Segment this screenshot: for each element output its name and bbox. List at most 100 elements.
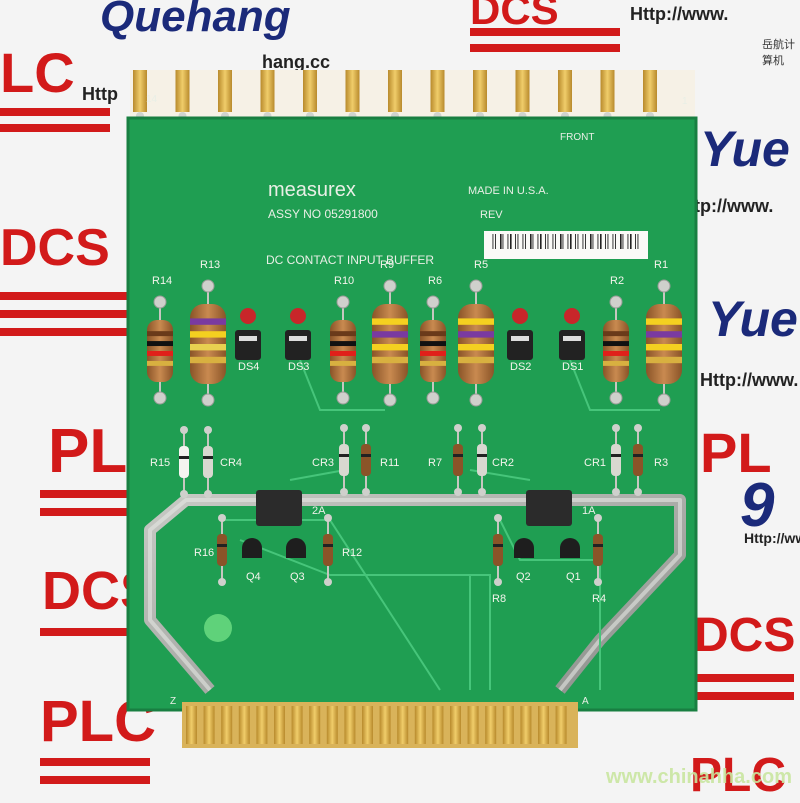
watermark-stripe — [694, 692, 794, 700]
resistor-band — [603, 341, 629, 347]
assy-number: ASSY NO 05291800 — [268, 207, 378, 221]
barcode-bar — [605, 234, 606, 249]
edge-right-label: A — [582, 696, 589, 707]
made-in-label: MADE IN U.S.A. — [468, 185, 549, 197]
barcode-bar — [612, 234, 614, 249]
resistor-band — [458, 318, 494, 325]
test-pad — [204, 614, 232, 642]
small-body — [339, 444, 349, 476]
solder-joint — [340, 488, 348, 496]
small-band — [477, 454, 487, 457]
edge-finger — [432, 706, 444, 744]
barcode-bar — [517, 234, 519, 249]
resistor-band — [420, 351, 446, 356]
led-lens — [564, 308, 580, 324]
small-body — [217, 534, 227, 566]
solder-joint — [383, 393, 397, 407]
edge-finger — [538, 706, 549, 744]
solder-joint — [494, 514, 502, 522]
barcode-bar — [575, 234, 576, 249]
resistor-band — [458, 344, 494, 351]
top-pin — [388, 70, 402, 112]
transistor-body — [286, 538, 306, 558]
resistor-band — [646, 356, 682, 364]
resistor-band — [372, 344, 408, 351]
diode-CR4 — [203, 426, 213, 498]
label-DS3: DS3 — [288, 361, 309, 373]
watermark-stripe — [0, 124, 110, 132]
watermark-stripe — [40, 628, 140, 636]
ic-chip-2a: 2A — [256, 490, 326, 526]
watermark-stripe — [0, 108, 110, 116]
label-R6: R6 — [428, 275, 442, 287]
barcode-bar — [492, 234, 494, 249]
resistor-R3 — [633, 424, 643, 496]
resistor-R16 — [217, 514, 227, 586]
resistor-band — [603, 360, 629, 366]
label-DS1: DS1 — [562, 361, 583, 373]
resistor-band — [603, 351, 629, 356]
watermark-yue: Yue — [708, 291, 798, 347]
solder-joint — [324, 578, 332, 586]
label-DS2: DS2 — [510, 361, 531, 373]
solder-joint — [469, 279, 483, 293]
resistor-R10 — [330, 295, 356, 405]
resistor-band — [330, 331, 356, 337]
barcode-bar — [622, 234, 624, 249]
barcode-bar — [545, 234, 546, 249]
edge-finger — [291, 706, 303, 744]
resistor-band — [330, 341, 356, 347]
small-body — [477, 444, 487, 476]
small-band — [179, 456, 189, 459]
small-body — [323, 534, 333, 566]
resistor-R11 — [361, 424, 371, 496]
resistor-band — [420, 360, 446, 366]
edge-finger — [502, 706, 514, 744]
solder-joint — [204, 490, 212, 498]
label-R12: R12 — [342, 547, 362, 559]
led-marking — [563, 336, 581, 341]
resistor-band — [646, 331, 682, 338]
barcode-bar — [597, 234, 599, 249]
solder-joint — [362, 488, 370, 496]
barcode-bar — [525, 234, 526, 249]
top-pin — [600, 70, 615, 112]
edge-finger — [256, 706, 268, 744]
resistor-band — [147, 331, 173, 337]
solder-joint — [657, 279, 671, 293]
watermark-dcs: DCS — [470, 0, 559, 33]
watermark-url: Http://www. — [700, 370, 799, 390]
label-R10: R10 — [334, 275, 354, 287]
label-R13: R13 — [200, 259, 220, 271]
led-marking — [511, 336, 529, 341]
barcode-bar — [590, 234, 592, 249]
watermark-url: Http://www. — [630, 4, 729, 24]
solder-joint — [454, 488, 462, 496]
small-band — [323, 544, 333, 547]
solder-joint — [426, 391, 440, 405]
solder-joint — [218, 578, 226, 586]
components — [147, 279, 682, 586]
watermark-stripe — [40, 758, 150, 766]
solder-joint — [634, 488, 642, 496]
top-pin — [133, 70, 147, 112]
barcode-bar — [577, 234, 579, 249]
watermark-yuehang-sub: hang.cc — [262, 52, 331, 72]
transistor-body — [242, 538, 262, 558]
barcode-bar — [620, 234, 622, 249]
watermark-stripe — [470, 44, 620, 52]
edge-left-label: Z — [170, 696, 176, 707]
maker-logo: measurex — [268, 179, 356, 201]
barcode — [492, 234, 639, 249]
transistor-body — [560, 538, 580, 558]
top-pins — [133, 70, 657, 120]
diode-CR3 — [339, 424, 349, 496]
top-pin — [303, 70, 317, 112]
barcode-bar — [502, 234, 504, 249]
resistor-band — [190, 344, 226, 351]
label-Q1: Q1 — [566, 571, 581, 583]
solder-joint — [609, 295, 623, 309]
pin-right-label: 1 — [682, 96, 688, 107]
barcode-bar — [570, 234, 572, 249]
transistor-Q2 — [514, 538, 534, 558]
